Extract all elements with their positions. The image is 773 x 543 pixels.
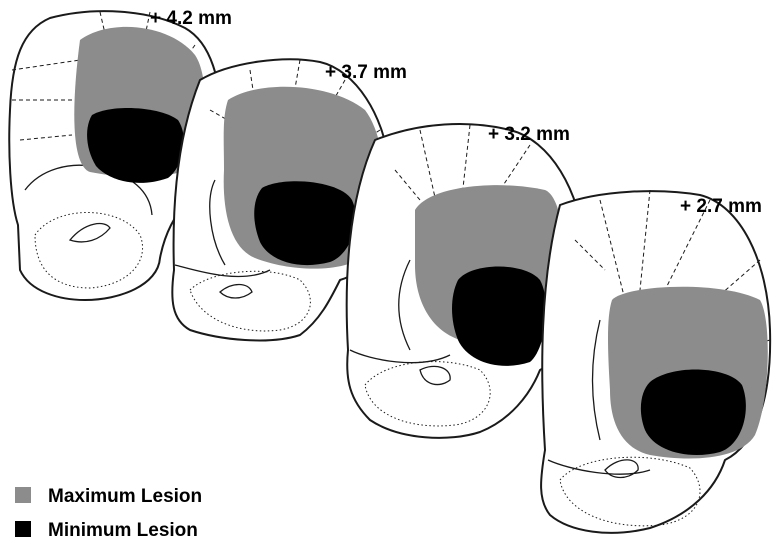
section-label-4-2mm: + 4.2 mm [150, 8, 232, 29]
legend-label-minimum-lesion: Minimum Lesion [48, 520, 198, 541]
section-3-7mm-minimum-lesion [254, 181, 355, 265]
section-2-7mm-minimum-lesion [641, 370, 746, 455]
legend-swatch-maximum-lesion [15, 487, 31, 503]
section-label-2-7mm: + 2.7 mm [680, 196, 762, 217]
section-2-7mm [541, 190, 770, 533]
legend-swatch-minimum-lesion [15, 521, 31, 537]
section-label-3-7mm: + 3.7 mm [325, 62, 407, 83]
section-3-2mm-minimum-lesion [452, 267, 546, 366]
section-label-3-2mm: + 3.2 mm [488, 124, 570, 145]
legend: Maximum Lesion Minimum Lesion [15, 486, 202, 541]
legend-label-maximum-lesion: Maximum Lesion [48, 486, 202, 507]
